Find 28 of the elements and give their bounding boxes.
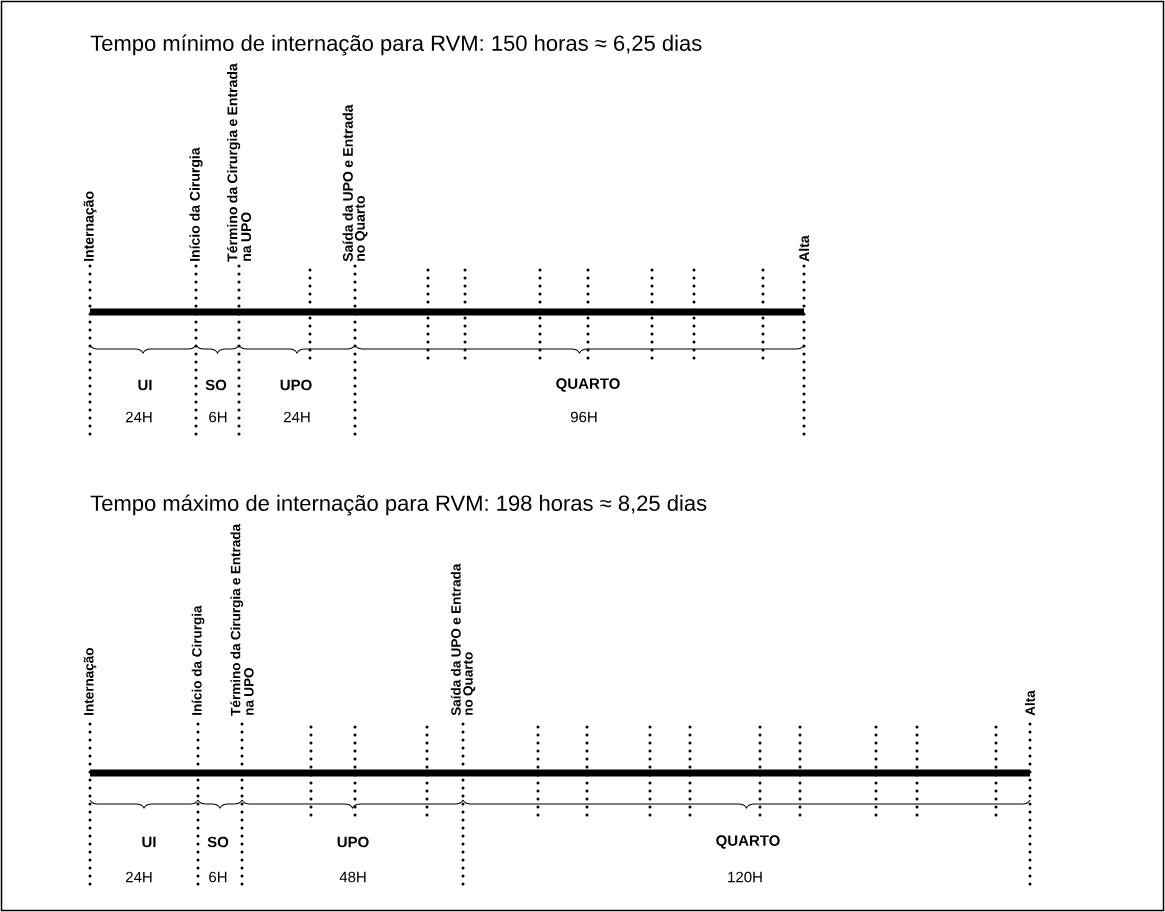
event-label: Saída da UPO e Entrada no Quarto [450, 563, 476, 716]
duration-label: 6H [209, 411, 227, 423]
duration-label: 48H [339, 871, 366, 883]
duration-label: 96H [570, 411, 597, 423]
segment-label: UPO [280, 379, 312, 391]
event-label: Internação [83, 191, 97, 261]
heading: Tempo máximo de internação para RVM: 198 horas ≈ 8,25 dias [90, 494, 707, 516]
event-label: Saída da UPO e Entrada no Quarto [342, 104, 368, 262]
segment-label: QUARTO [556, 378, 620, 392]
segment-label: UI [142, 836, 156, 848]
event-label: Alta [1025, 690, 1035, 716]
heading: Tempo mínimo de internação para RVM: 150 horas ≈ 6,25 dias [90, 34, 702, 56]
duration-label: 120H [728, 871, 762, 883]
event-label: Alta [798, 235, 810, 262]
event-label: Internação [83, 648, 97, 715]
segment-label: SO [205, 379, 227, 391]
event-label: Término da Cirurgia e Entrada na UPO [230, 523, 254, 716]
segment-label: QUARTO [716, 835, 780, 849]
segment-label: UI [138, 379, 152, 391]
event-label: Início da Cirurgia [189, 147, 203, 261]
duration-label: 24H [126, 871, 152, 883]
duration-label: 24H [126, 411, 152, 423]
duration-label: 6H [209, 871, 227, 883]
duration-label: 24H [284, 411, 310, 423]
event-label: Início da Cirurgia [191, 605, 205, 715]
event-label: Término da Cirurgia e Entrada na UPO [226, 63, 252, 262]
segment-label: SO [207, 836, 229, 848]
segment-label: UPO [337, 836, 369, 848]
